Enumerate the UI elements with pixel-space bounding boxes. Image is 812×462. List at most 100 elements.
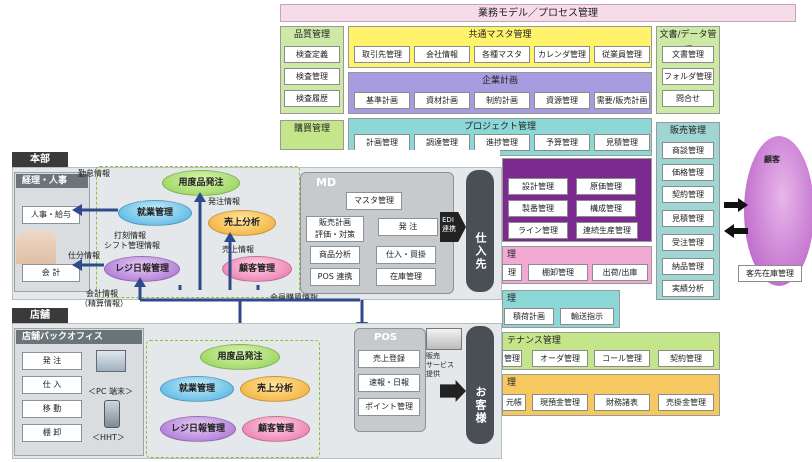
project-item[interactable]: 計画管理 (354, 134, 410, 151)
maintenance-item[interactable]: 契約管理 (658, 350, 714, 367)
store-item-tanaoroshi[interactable]: 棚 卸 (22, 424, 82, 442)
accounting-item[interactable]: 財務諸表 (594, 394, 650, 411)
md-zaiko[interactable]: 在庫管理 (376, 268, 436, 286)
planning-item[interactable]: 需要/販売計画 (594, 92, 650, 109)
design-item[interactable]: 構成管理 (576, 200, 636, 217)
inventory-item[interactable]: 棚卸管理 (528, 264, 588, 281)
quality-item[interactable]: 検査管理 (284, 68, 340, 85)
seisan-label: （精算情報） (80, 299, 128, 308)
pos-title: POS (374, 332, 398, 343)
design-item[interactable]: 連続生産管理 (576, 222, 638, 239)
hq-youdo-oval[interactable]: 用度品発注 (162, 170, 240, 196)
store-item-shiire[interactable]: 仕 入 (22, 376, 82, 394)
store-systems-frame (146, 340, 320, 458)
sales-item[interactable]: 見積管理 (662, 210, 714, 227)
md-pos[interactable]: POS 連携 (310, 268, 360, 286)
master-item[interactable]: 取引先管理 (354, 46, 410, 63)
planning-item[interactable]: 資材計画 (414, 92, 470, 109)
docs-title: 文書/データ管理 (659, 30, 717, 56)
hq-shugyo-oval[interactable]: 就業管理 (118, 200, 192, 226)
kaikei-box[interactable]: 会 計 (22, 264, 80, 282)
maintenance-item[interactable]: オーダ管理 (532, 350, 588, 367)
sales-item[interactable]: 契約管理 (662, 186, 714, 203)
master-title: 共通マスタ管理 (468, 30, 532, 40)
sales-item[interactable]: 納品管理 (662, 258, 714, 275)
customer-item[interactable]: 客先在庫管理 (738, 265, 802, 282)
design-item[interactable]: 原価管理 (576, 178, 636, 195)
inventory-title: 理 (507, 250, 517, 260)
store-kokyaku-oval[interactable]: 顧客管理 (242, 416, 310, 442)
sales-item[interactable]: 実績分析 (662, 280, 714, 297)
sales-title: 販売管理 (669, 126, 706, 136)
maintenance-item[interactable]: 管理 (502, 350, 522, 367)
store-youdo-oval[interactable]: 用度品発注 (200, 344, 280, 370)
planning-item[interactable]: 基準計画 (354, 92, 410, 109)
sales-item[interactable]: 価格管理 (662, 164, 714, 181)
okyakusama-tab: お客様 (466, 326, 494, 444)
backoffice-header: 店舗バックオフィス (16, 330, 142, 344)
quality-item[interactable]: 検査定義 (284, 46, 340, 63)
project-item[interactable]: 予算管理 (534, 134, 590, 151)
store-uriage-oval[interactable]: 売上分析 (240, 376, 310, 402)
master-item[interactable]: 会社情報 (414, 46, 470, 63)
store-shugyo-oval[interactable]: 就業管理 (160, 376, 234, 402)
pc-terminal-icon (96, 350, 126, 372)
pos-item-sokuho[interactable]: 速報・日報 (358, 374, 420, 392)
purchase-band: 購買管理 (280, 120, 344, 150)
hq-uriage-oval[interactable]: 売上分析 (208, 210, 276, 236)
hacchu-info-label: 発注情報 (208, 197, 240, 206)
shiiresaki-tab: 仕入先 (466, 170, 494, 292)
md-title: MD (316, 176, 337, 189)
project-item[interactable]: 進捗管理 (474, 134, 530, 151)
keiri-header: 経理・人事 (16, 174, 88, 188)
design-item[interactable]: 製番管理 (508, 200, 568, 217)
quality-item[interactable]: 検査履歴 (284, 90, 340, 107)
md-master[interactable]: マスタ管理 (346, 192, 402, 210)
md-shohin[interactable]: 商品分析 (310, 246, 360, 264)
inventory-item[interactable]: 理 (502, 264, 522, 281)
accounting-item[interactable]: 元帳 (502, 394, 526, 411)
store-item-hacchu[interactable]: 発 注 (22, 352, 82, 370)
shiwake-label: 仕分情報 (68, 251, 100, 260)
hq-kokyaku-oval[interactable]: 顧客管理 (222, 256, 292, 282)
master-item[interactable]: カレンダ管理 (534, 46, 590, 63)
project-title: プロジェクト管理 (463, 122, 536, 132)
project-item[interactable]: 調達管理 (414, 134, 470, 151)
docs-item[interactable]: 文書管理 (662, 46, 714, 63)
md-hanbai[interactable]: 販売計画 評価・対策 (306, 216, 364, 242)
logistics-item[interactable]: 積荷計画 (504, 308, 554, 325)
jinji-box[interactable]: 人事・給与 (22, 206, 80, 224)
planning-item[interactable]: 制約計画 (474, 92, 530, 109)
kintai-label: 勤怠情報 (78, 169, 110, 178)
design-item[interactable]: ライン管理 (508, 222, 568, 239)
project-item[interactable]: 見積管理 (594, 134, 650, 151)
md-shiire[interactable]: 仕入・買掛 (376, 246, 436, 264)
accounting-item[interactable]: 現預金管理 (532, 394, 588, 411)
pos-item-uriage[interactable]: 売上登録 (358, 350, 420, 368)
store-reji-oval[interactable]: レジ日報管理 (160, 416, 236, 442)
sales-item[interactable]: 受注管理 (662, 234, 714, 251)
uriage-info-label: 売上情報 (222, 245, 254, 254)
daboku-label: 打刻情報 (114, 231, 146, 240)
planning-item[interactable]: 資源管理 (534, 92, 590, 109)
store-item-ido[interactable]: 移 動 (22, 400, 82, 418)
purchase-title: 購買管理 (293, 124, 330, 134)
logistics-item[interactable]: 輸送指示 (560, 308, 614, 325)
design-item[interactable]: 設計管理 (508, 178, 568, 195)
maintenance-title: テナンス管理 (507, 336, 561, 346)
pos-item-point[interactable]: ポイント管理 (358, 398, 420, 416)
sales-item[interactable]: 商談管理 (662, 142, 714, 159)
master-item[interactable]: 従業員管理 (594, 46, 650, 63)
arrow-left-icon (724, 224, 748, 238)
process-title: 業務モデル／プロセス管理 (280, 4, 796, 22)
docs-item[interactable]: 問合せ (662, 90, 714, 107)
master-item[interactable]: 各種マスタ (474, 46, 530, 63)
docs-item[interactable]: フォルダ管理 (662, 68, 714, 85)
honbu-tab: 本部 (12, 152, 68, 167)
md-hacchu[interactable]: 発 注 (378, 218, 438, 236)
quality-title: 品質管理 (293, 30, 330, 40)
accounting-item[interactable]: 売掛金管理 (658, 394, 714, 411)
maintenance-item[interactable]: コール管理 (594, 350, 650, 367)
customer-ellipse (744, 136, 812, 286)
inventory-item[interactable]: 出荷/出庫 (592, 264, 648, 281)
